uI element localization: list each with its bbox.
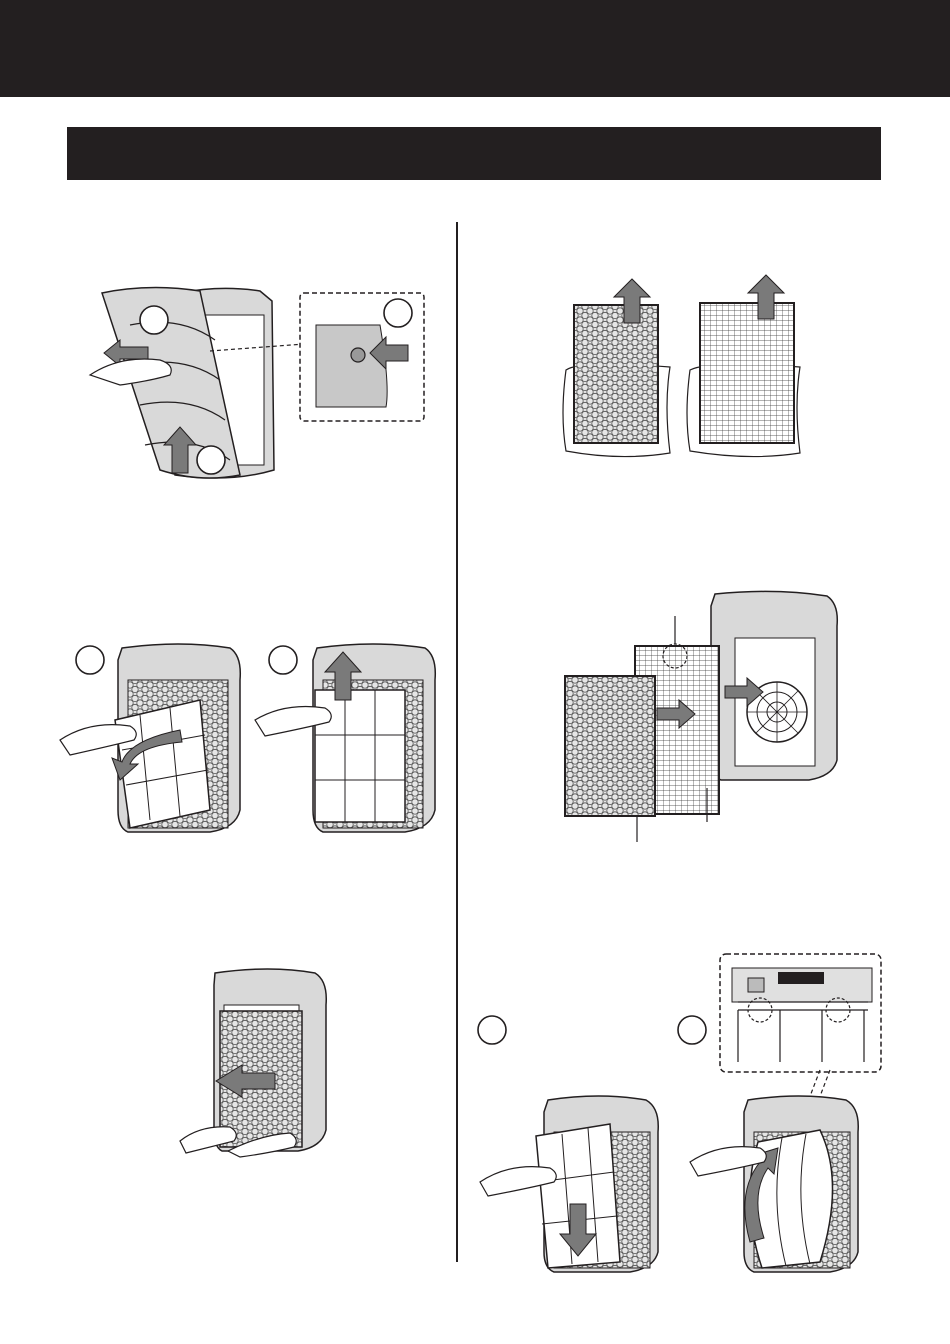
step-marker-b (269, 646, 297, 674)
release-button-icon (351, 348, 365, 362)
figure-remove-prefilter-a (60, 640, 250, 835)
deodorizing-filter (574, 305, 658, 443)
step-marker-b (197, 446, 225, 474)
figure-install-filters (555, 590, 845, 845)
step-marker-a (76, 646, 104, 674)
step-marker-detail (384, 299, 412, 327)
deodorizing-filter (565, 676, 655, 816)
figure-attach-prefilter-a (470, 1012, 670, 1282)
step-marker-a (140, 306, 168, 334)
figure-attach-prefilter-b (670, 1012, 870, 1282)
step-marker-b (678, 1016, 706, 1044)
figure-remove-bags (560, 275, 810, 460)
column-divider (456, 222, 458, 1262)
section-bar (67, 127, 881, 180)
figure-remove-deodorizing-filter (180, 965, 340, 1155)
header-bar (0, 0, 950, 97)
step-marker-a (478, 1016, 506, 1044)
figure-remove-front-panel (90, 285, 430, 485)
figure-remove-prefilter-b (255, 640, 445, 835)
hepa-filter (700, 303, 794, 443)
